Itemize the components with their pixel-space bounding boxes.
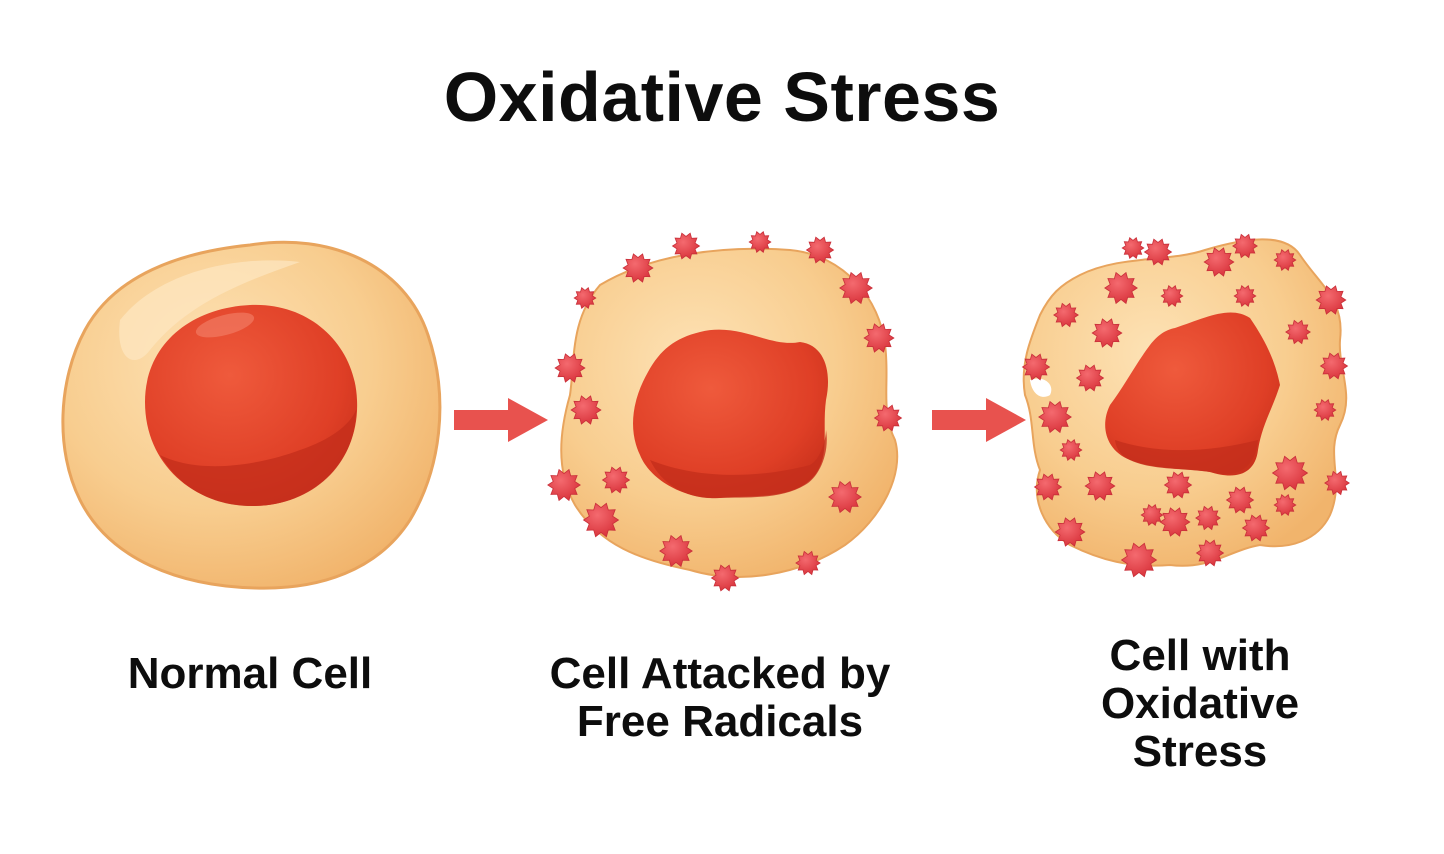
free-radical — [1203, 247, 1235, 277]
normal-cell-nucleus-shade — [160, 410, 356, 507]
free-radical — [1143, 238, 1173, 266]
stressed-cell-notch-2 — [1290, 543, 1325, 560]
free-radical — [1075, 364, 1105, 392]
free-radicals-stage-2 — [547, 231, 903, 592]
free-radical — [1054, 517, 1086, 547]
free-radical — [1285, 319, 1311, 345]
free-radical — [1091, 318, 1123, 348]
free-radical — [863, 323, 895, 353]
attacked-cell-nucleus-shade — [650, 430, 827, 499]
stressed-cell-nucleus — [1105, 312, 1280, 476]
free-radical — [1195, 539, 1225, 567]
free-radical — [1033, 473, 1063, 501]
free-radical — [1225, 486, 1255, 514]
free-radical — [1195, 505, 1221, 531]
stage-label-line: Cell with — [1109, 631, 1291, 680]
free-radical — [1121, 237, 1145, 259]
stressed-cell — [1021, 233, 1350, 578]
stage-label-line: Cell Attacked by — [549, 649, 891, 698]
free-radical — [748, 231, 772, 253]
normal-cell-nucleus-shine — [195, 312, 255, 338]
free-radical — [1315, 285, 1347, 315]
free-radical — [659, 534, 693, 568]
attacked-cell-nucleus — [633, 329, 829, 499]
free-radical — [1053, 302, 1079, 328]
free-radical — [1313, 399, 1337, 421]
free-radical — [1232, 233, 1258, 259]
free-radical — [582, 502, 620, 538]
free-radical — [554, 353, 586, 383]
free-radical — [1324, 470, 1350, 496]
free-radical — [1021, 353, 1051, 381]
free-radical — [710, 564, 740, 592]
diagram-title: Oxidative Stress — [443, 58, 1001, 136]
stage-label-line: Oxidative — [1100, 679, 1300, 728]
stressed-cell-notch-1 — [1030, 378, 1052, 397]
free-radical — [795, 550, 821, 576]
free-radical — [805, 236, 835, 264]
free-radical — [573, 287, 597, 309]
stage-label-line: Free Radicals — [576, 697, 864, 746]
free-radical — [839, 271, 873, 305]
free-radical — [1159, 507, 1191, 537]
attacked-cell — [547, 231, 903, 592]
free-radical — [1084, 471, 1116, 501]
free-radical — [1273, 494, 1297, 516]
free-radical — [1273, 249, 1297, 271]
free-radical — [1271, 455, 1309, 491]
free-radical — [601, 466, 631, 494]
arrow-2 — [932, 398, 1026, 442]
stage-label-normal-cell: Normal Cell — [90, 650, 410, 698]
free-radicals-stage-3 — [1021, 233, 1350, 578]
free-radical — [1140, 504, 1164, 526]
free-radical — [1233, 285, 1257, 307]
stage-label-line: Normal Cell — [127, 649, 373, 698]
free-radical — [873, 404, 903, 432]
stage-label-line: Stress — [1132, 727, 1268, 776]
free-radical — [828, 480, 862, 514]
free-radical — [1059, 439, 1083, 461]
free-radical — [1160, 285, 1184, 307]
stressed-cell-nucleus-shade — [1115, 440, 1258, 475]
free-radical — [570, 395, 602, 425]
stage-label-stressed-cell: Cell with Oxidative Stress — [1040, 632, 1360, 776]
free-radical — [1319, 352, 1349, 380]
free-radical — [1104, 271, 1138, 305]
free-radical — [671, 232, 701, 260]
free-radical — [1163, 471, 1193, 499]
free-radical — [547, 468, 581, 502]
normal-cell-highlight — [119, 260, 300, 360]
free-radical — [1038, 400, 1072, 434]
stage-label-attacked-cell: Cell Attacked by Free Radicals — [500, 650, 940, 746]
normal-cell — [61, 240, 442, 590]
arrow-1 — [454, 398, 548, 442]
free-radical — [1120, 542, 1158, 578]
free-radical — [1241, 514, 1271, 542]
free-radical — [622, 253, 654, 283]
